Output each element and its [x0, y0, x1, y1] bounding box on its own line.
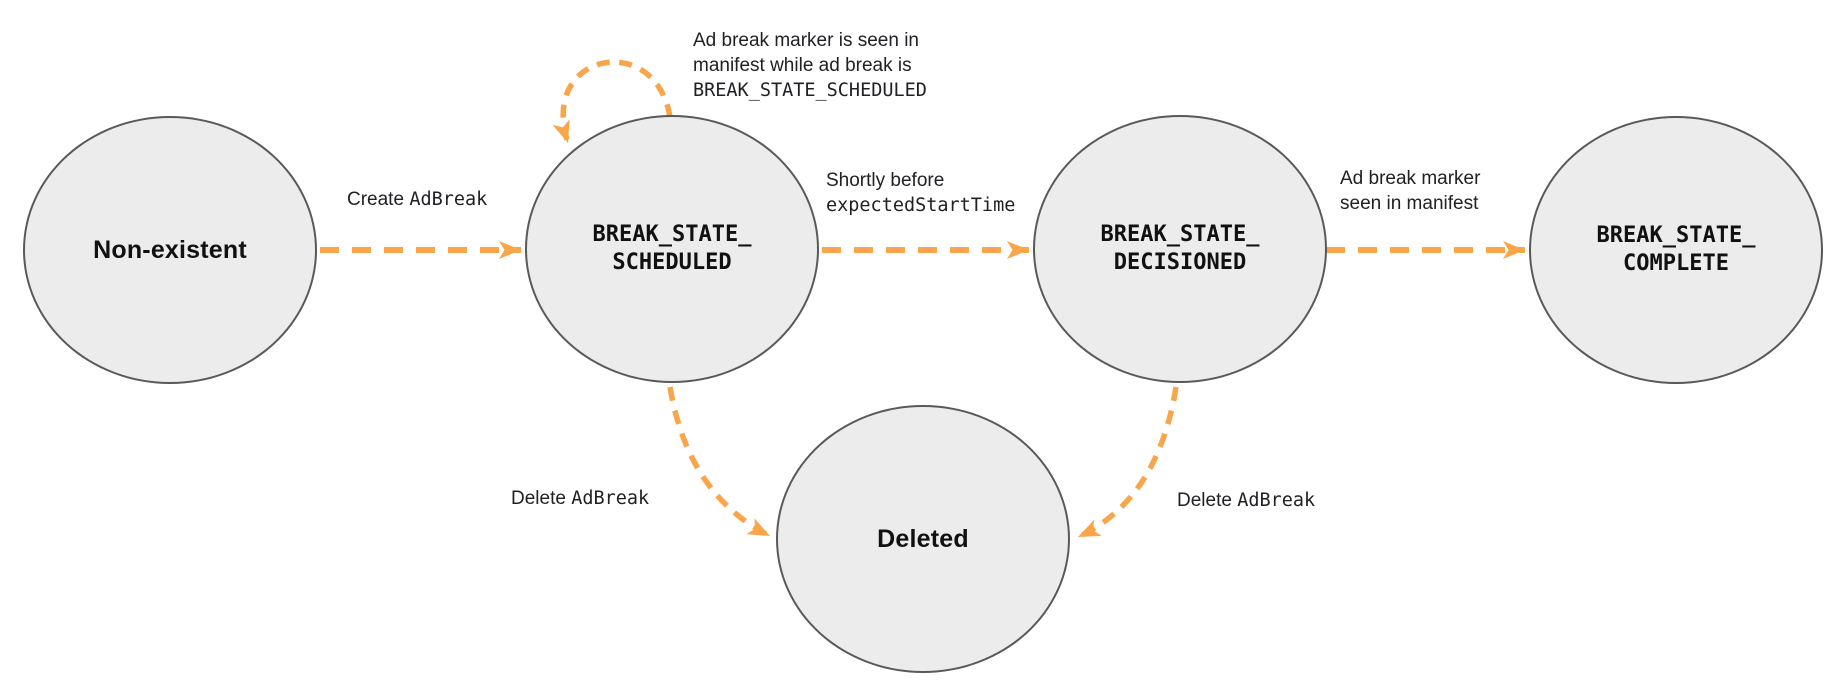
state-label-non-existent: Non-existent — [93, 235, 247, 264]
edge-label-self-loop-note: Ad break marker is seen in manifest whil… — [693, 28, 927, 103]
edge-label-shortly-before: Shortly before expectedStartTime — [826, 168, 1015, 218]
shortly-before-line2-code: expectedStartTime — [826, 195, 1016, 216]
state-label-break-state-scheduled: BREAK_STATE_ SCHEDULED — [592, 221, 752, 275]
edge-label-create-adbreak: Create AdBreak — [347, 187, 487, 212]
edge-label-marker-seen: Ad break marker seen in manifest — [1340, 166, 1480, 216]
edge-label-create-code: AdBreak — [409, 189, 488, 210]
delete-right-code: AdBreak — [1237, 490, 1316, 511]
state-node-break-state-decisioned: BREAK_STATE_ DECISIONED — [1033, 115, 1327, 383]
marker-seen-line1: Ad break marker — [1340, 168, 1481, 189]
state-label-break-state-complete: BREAK_STATE_ COMPLETE — [1596, 222, 1756, 276]
state-node-non-existent: Non-existent — [23, 116, 317, 384]
self-loop-note-line3-code: BREAK_STATE_SCHEDULED — [693, 80, 927, 101]
state-node-break-state-scheduled: BREAK_STATE_ SCHEDULED — [525, 115, 819, 383]
delete-left-text: Delete — [511, 488, 572, 509]
state-label-break-state-decisioned: BREAK_STATE_ DECISIONED — [1100, 221, 1260, 275]
delete-right-text: Delete — [1177, 490, 1238, 511]
edge-label-delete-from-decisioned: Delete AdBreak — [1177, 488, 1315, 513]
shortly-before-line1: Shortly before — [826, 170, 945, 191]
edge-delete-from-scheduled — [667, 386, 772, 539]
self-loop-note-line1: Ad break marker is seen in — [693, 30, 919, 51]
state-node-deleted: Deleted — [776, 405, 1070, 673]
self-loop-note-line2: manifest while ad break is — [693, 55, 912, 76]
edge-delete-from-decisioned — [1076, 386, 1179, 540]
edge-label-delete-from-scheduled: Delete AdBreak — [511, 486, 649, 511]
marker-seen-line2: seen in manifest — [1340, 193, 1479, 214]
delete-left-code: AdBreak — [571, 488, 650, 509]
edge-self-loop-scheduled — [552, 59, 673, 144]
state-node-break-state-complete: BREAK_STATE_ COMPLETE — [1529, 116, 1823, 384]
edge-label-create-text: Create — [347, 189, 410, 210]
state-label-deleted: Deleted — [877, 524, 969, 553]
